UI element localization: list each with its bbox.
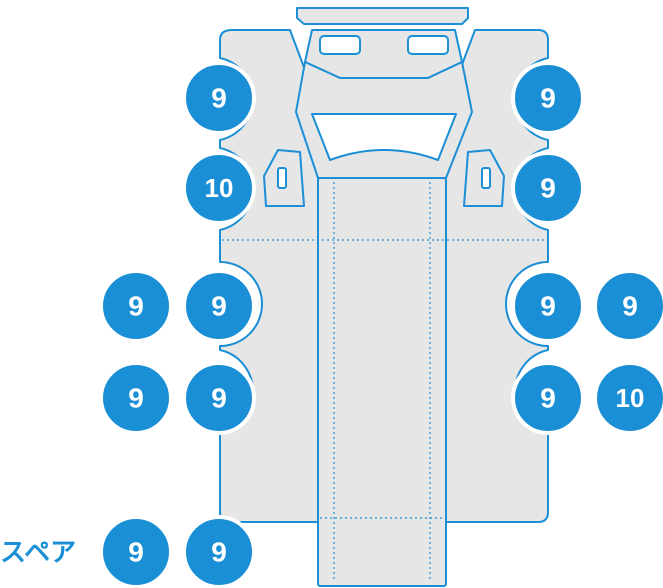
tire-fourth-right-inner: 9 xyxy=(511,361,585,435)
tire-circle xyxy=(99,515,173,588)
right-mirror-slot xyxy=(481,167,491,189)
tire-front-left: 9 xyxy=(182,61,256,135)
tire-circle xyxy=(593,361,663,435)
tire-circle xyxy=(182,361,256,435)
tire-circle xyxy=(99,269,173,343)
tire-third-left-inner: 9 xyxy=(182,269,256,343)
tire-third-right-outer: 9 xyxy=(593,269,663,343)
tire-circle xyxy=(511,269,585,343)
tire-circle xyxy=(182,61,256,135)
tire-label: 9 xyxy=(128,537,144,568)
tire-label: 9 xyxy=(622,291,638,322)
left-mirror-light xyxy=(319,35,361,55)
tires: 9 9 10 9 9 9 9 9 xyxy=(99,61,663,588)
tire-circle xyxy=(99,361,173,435)
spare-label: スペア xyxy=(0,538,76,568)
tire-front-right: 9 xyxy=(511,61,585,135)
bumper xyxy=(296,7,469,25)
tire-label: 9 xyxy=(128,383,144,414)
tire-circle xyxy=(182,515,256,588)
tire-circle xyxy=(593,269,663,343)
tire-second-right: 9 xyxy=(511,151,585,225)
tire-label: 9 xyxy=(128,291,144,322)
tire-third-left-outer: 9 xyxy=(99,269,173,343)
tire-label: 9 xyxy=(211,291,227,322)
tire-fourth-right-outer: 10 xyxy=(593,361,663,435)
tire-fourth-left-outer: 9 xyxy=(99,361,173,435)
cargo-bed xyxy=(317,177,447,587)
tire-label: 9 xyxy=(211,383,227,414)
dotted-guides xyxy=(222,182,546,582)
tire-third-right-inner: 9 xyxy=(511,269,585,343)
tire-label: 9 xyxy=(211,83,227,114)
tire-label: 9 xyxy=(211,537,227,568)
truck-body xyxy=(219,7,549,587)
tire-spare-2: 9 xyxy=(182,515,256,588)
tire-second-left: 10 xyxy=(182,151,256,225)
tire-label: 10 xyxy=(205,173,234,203)
tire-fourth-left-inner: 9 xyxy=(182,361,256,435)
tire-circle xyxy=(511,61,585,135)
tire-label: 9 xyxy=(540,383,556,414)
tire-label: 9 xyxy=(540,83,556,114)
tire-circle xyxy=(182,269,256,343)
tire-label: 10 xyxy=(616,383,645,413)
right-mirror-light xyxy=(407,35,449,55)
tire-label: 9 xyxy=(540,291,556,322)
tire-label: 9 xyxy=(540,173,556,204)
left-mirror-slot xyxy=(277,167,287,189)
tire-circle xyxy=(511,151,585,225)
tire-spare-1: 9 xyxy=(99,515,173,588)
tire-circle xyxy=(182,151,256,225)
windshield xyxy=(311,113,457,161)
tire-circle xyxy=(511,361,585,435)
